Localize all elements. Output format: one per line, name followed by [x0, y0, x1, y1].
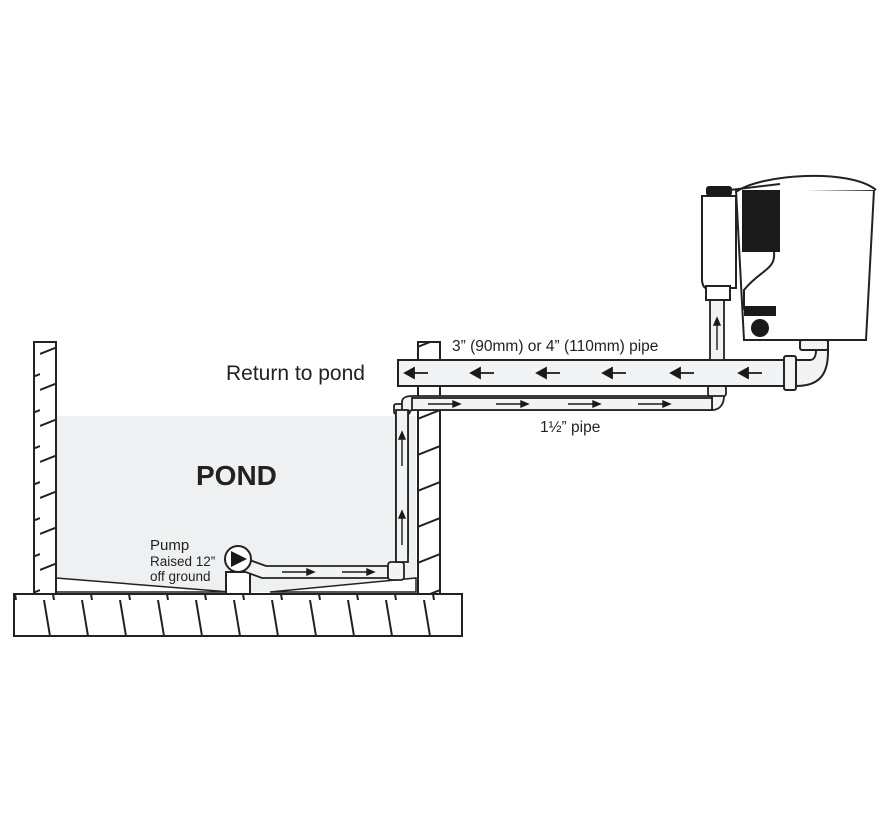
ground-base: [13, 593, 463, 637]
pond-highlight: [352, 392, 402, 416]
flow-arrow-icon: [397, 509, 407, 545]
flow-arrow-icon: [737, 366, 762, 380]
flow-arrow-icon: [669, 366, 694, 380]
flow-arrow-icon: [535, 366, 560, 380]
flow-arrow-icon: [638, 399, 672, 409]
flow-arrow-icon: [601, 366, 626, 380]
flow-arrow-icon: [397, 430, 407, 466]
flow-arrow-icon: [428, 399, 462, 409]
flow-arrow-icon: [342, 567, 376, 577]
filter-unit-icon: [701, 174, 877, 341]
pond-label: POND: [196, 460, 277, 491]
small-pipe-vertical: [395, 409, 409, 563]
return-to-pond-label: Return to pond: [226, 362, 365, 385]
large-pipe-label: 3” (90mm) or 4” (110mm) pipe: [452, 338, 658, 355]
left-wall: [33, 341, 57, 595]
return-flow-arrows: [403, 366, 762, 380]
feed-flow-arrows: [282, 316, 722, 577]
pump-stand: [225, 571, 251, 595]
flow-arrow-icon: [469, 366, 494, 380]
small-pipe-horizontal: [411, 397, 713, 411]
pond-water: [56, 416, 416, 592]
flow-arrow-icon: [282, 567, 316, 577]
flow-arrow-icon: [712, 316, 722, 350]
pump-title-label: Pump: [150, 537, 189, 554]
pump-ground-label: off ground: [150, 569, 211, 584]
small-pipe-label: 1½” pipe: [540, 419, 600, 436]
flow-arrow-icon: [568, 399, 602, 409]
pump-raised-label: Raised 12”: [150, 554, 215, 569]
pump-impeller: [231, 551, 247, 567]
flow-arrow-icon: [496, 399, 530, 409]
flow-arrow-icon: [403, 366, 428, 380]
